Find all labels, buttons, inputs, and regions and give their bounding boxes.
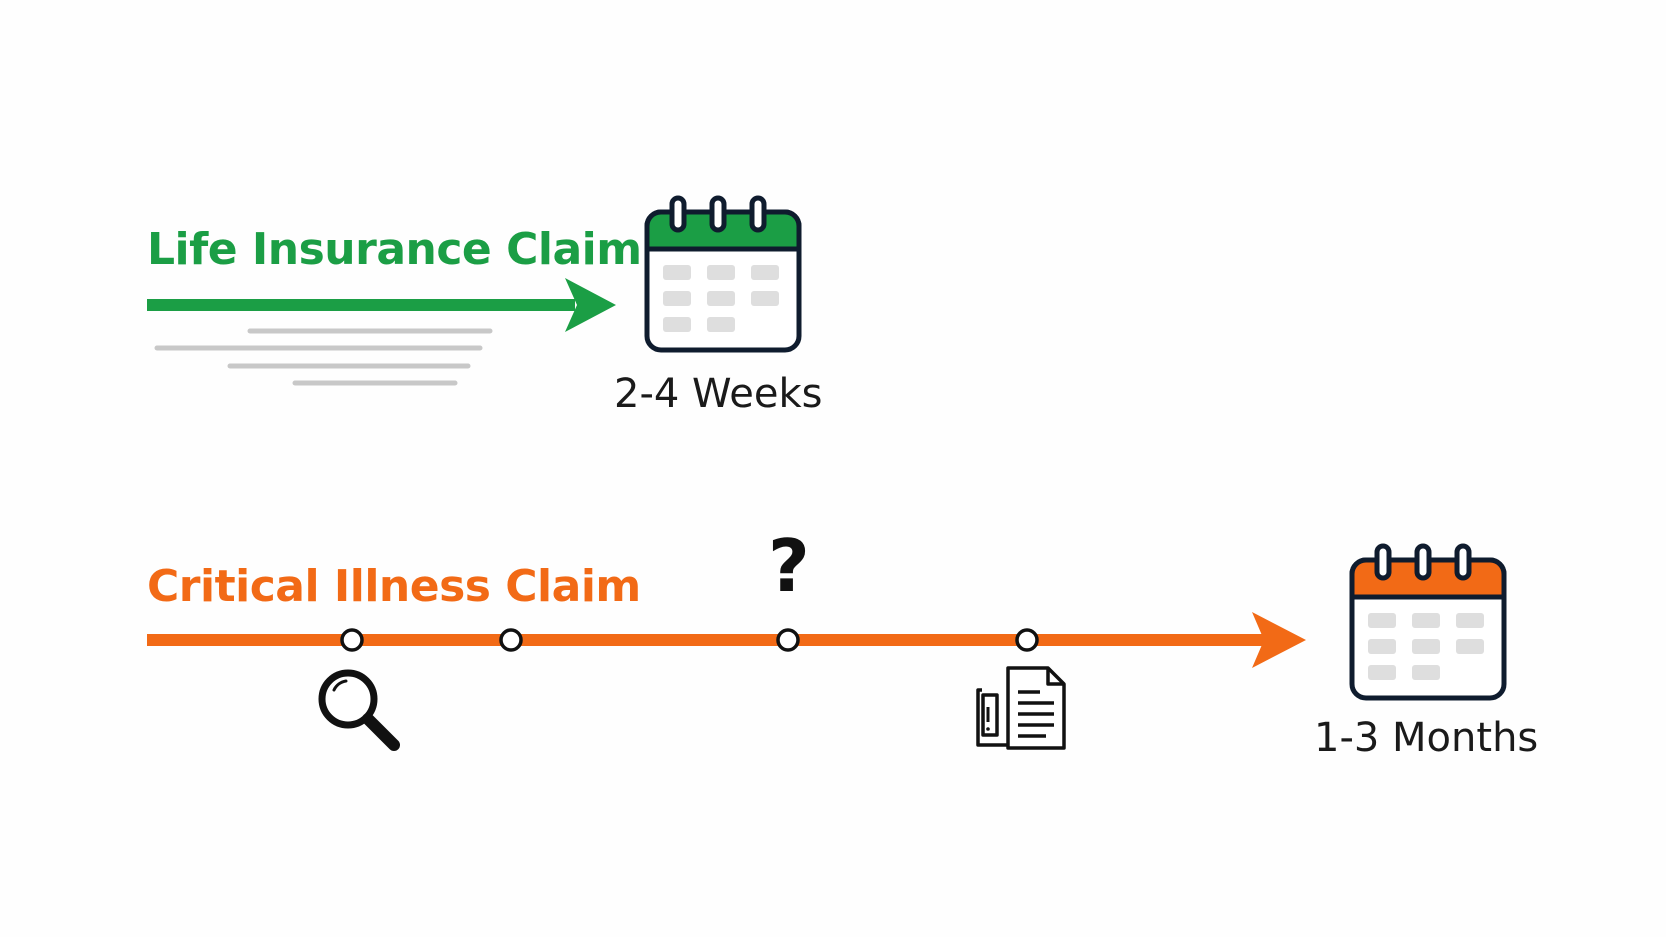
- life-claim-duration: 2-4 Weeks: [614, 371, 823, 417]
- milestone-question: [776, 628, 800, 652]
- calendar-grid: [663, 265, 779, 332]
- documents-icon: [976, 666, 1066, 750]
- life-insurance-claim-title: Life Insurance Claim: [147, 224, 642, 275]
- life-arrow: [147, 278, 616, 332]
- milestones: [340, 628, 1039, 652]
- critical-claim-duration: 1-3 Months: [1314, 715, 1539, 761]
- calendar-icon: [644, 195, 802, 353]
- magnifying-glass-icon: [318, 669, 400, 751]
- critical-illness-claim-title: Critical Illness Claim: [147, 561, 641, 612]
- life-arrow-head: [565, 278, 616, 332]
- calendar-icon: [1349, 543, 1507, 701]
- milestone-review: [340, 628, 364, 652]
- calendar-rings: [1374, 543, 1472, 581]
- critical-arrow: [147, 612, 1306, 668]
- milestone-documents: [1015, 628, 1039, 652]
- question-mark-icon: ?: [768, 524, 810, 608]
- calendar-rings: [669, 195, 767, 233]
- speed-lines: [154, 328, 493, 386]
- calendar-grid: [1368, 613, 1484, 680]
- milestone-2: [499, 628, 523, 652]
- critical-arrow-head: [1252, 612, 1306, 668]
